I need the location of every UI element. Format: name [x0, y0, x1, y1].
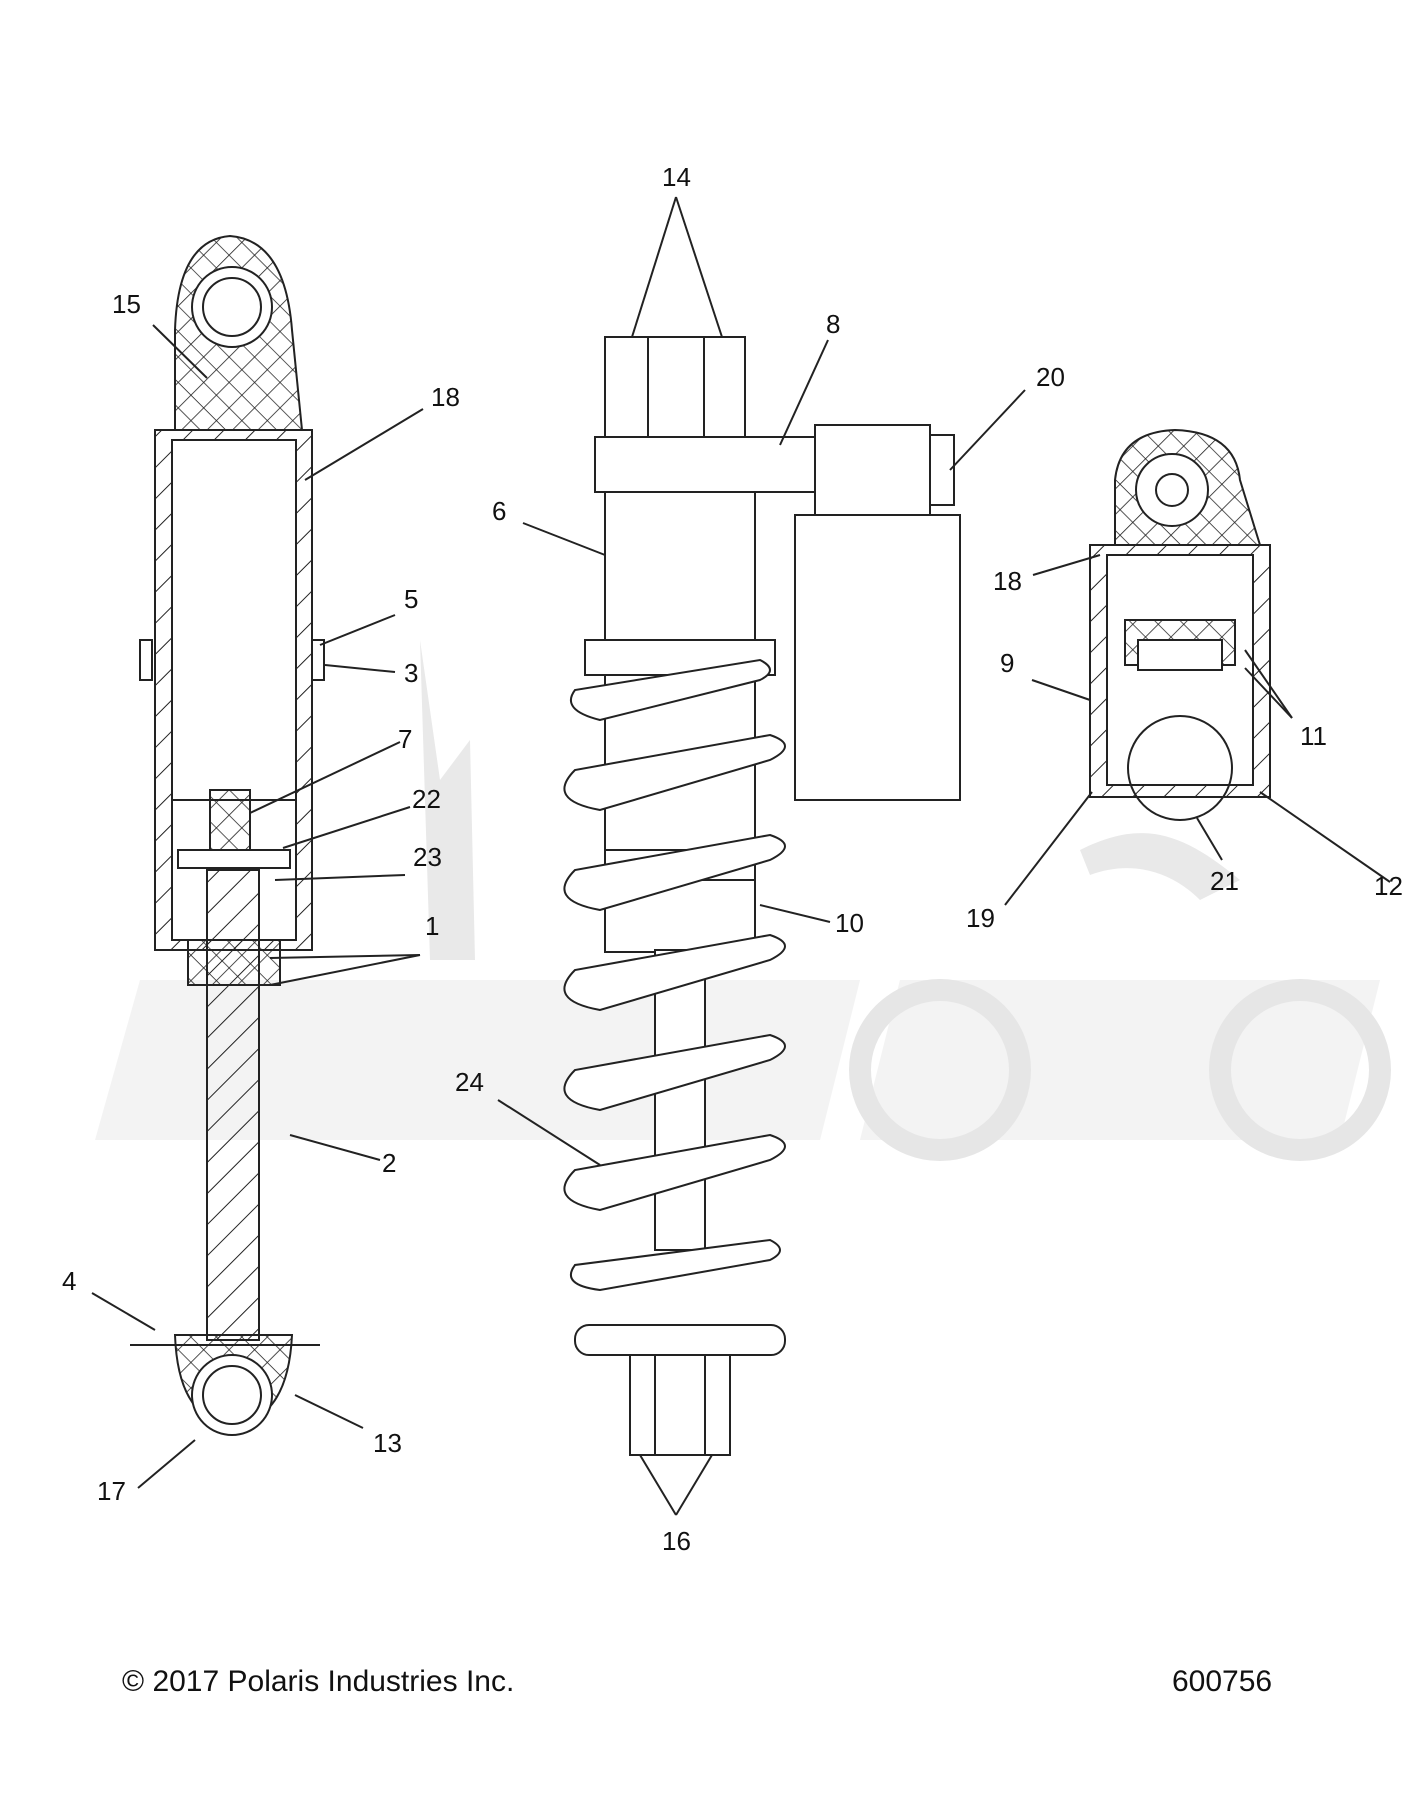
callout-22: 22	[412, 784, 441, 814]
callout-3: 3	[404, 658, 418, 688]
spring-coils	[563, 658, 786, 1292]
callout-10: 10	[835, 908, 864, 938]
callout-labels: 14 8 15 18 20 6 18 5 3 9 11 7 22 23 1 19…	[62, 162, 1403, 1556]
drawing-number: 600756	[1172, 1665, 1273, 1698]
callout-12: 12	[1374, 871, 1403, 901]
callout-2: 2	[382, 1148, 396, 1178]
callout-8: 8	[826, 309, 840, 339]
callout-23: 23	[413, 842, 442, 872]
callout-16: 16	[662, 1526, 691, 1556]
callout-18: 18	[431, 382, 460, 412]
callout-14: 14	[662, 162, 691, 192]
callout-5: 5	[404, 584, 418, 614]
callout-17: 17	[97, 1476, 126, 1506]
left-shock-section	[130, 234, 325, 1436]
callout-21: 21	[1210, 866, 1239, 896]
callout-9: 9	[1000, 648, 1014, 678]
callout-6: 6	[492, 496, 506, 526]
leader-lines	[91, 196, 1391, 1516]
right-reservoir-section	[1089, 428, 1271, 821]
callout-18: 18	[993, 566, 1022, 596]
callout-24: 24	[455, 1067, 484, 1097]
callout-19: 19	[966, 903, 995, 933]
callout-20: 20	[1036, 362, 1065, 392]
callout-1: 1	[425, 911, 439, 941]
callout-13: 13	[373, 1428, 402, 1458]
callout-4: 4	[62, 1266, 76, 1296]
callout-15: 15	[112, 289, 141, 319]
callout-11: 11	[1300, 721, 1327, 751]
copyright-text: © 2017 Polaris Industries Inc.	[122, 1665, 515, 1698]
center-coilover	[563, 336, 961, 1456]
callout-7: 7	[398, 724, 412, 754]
